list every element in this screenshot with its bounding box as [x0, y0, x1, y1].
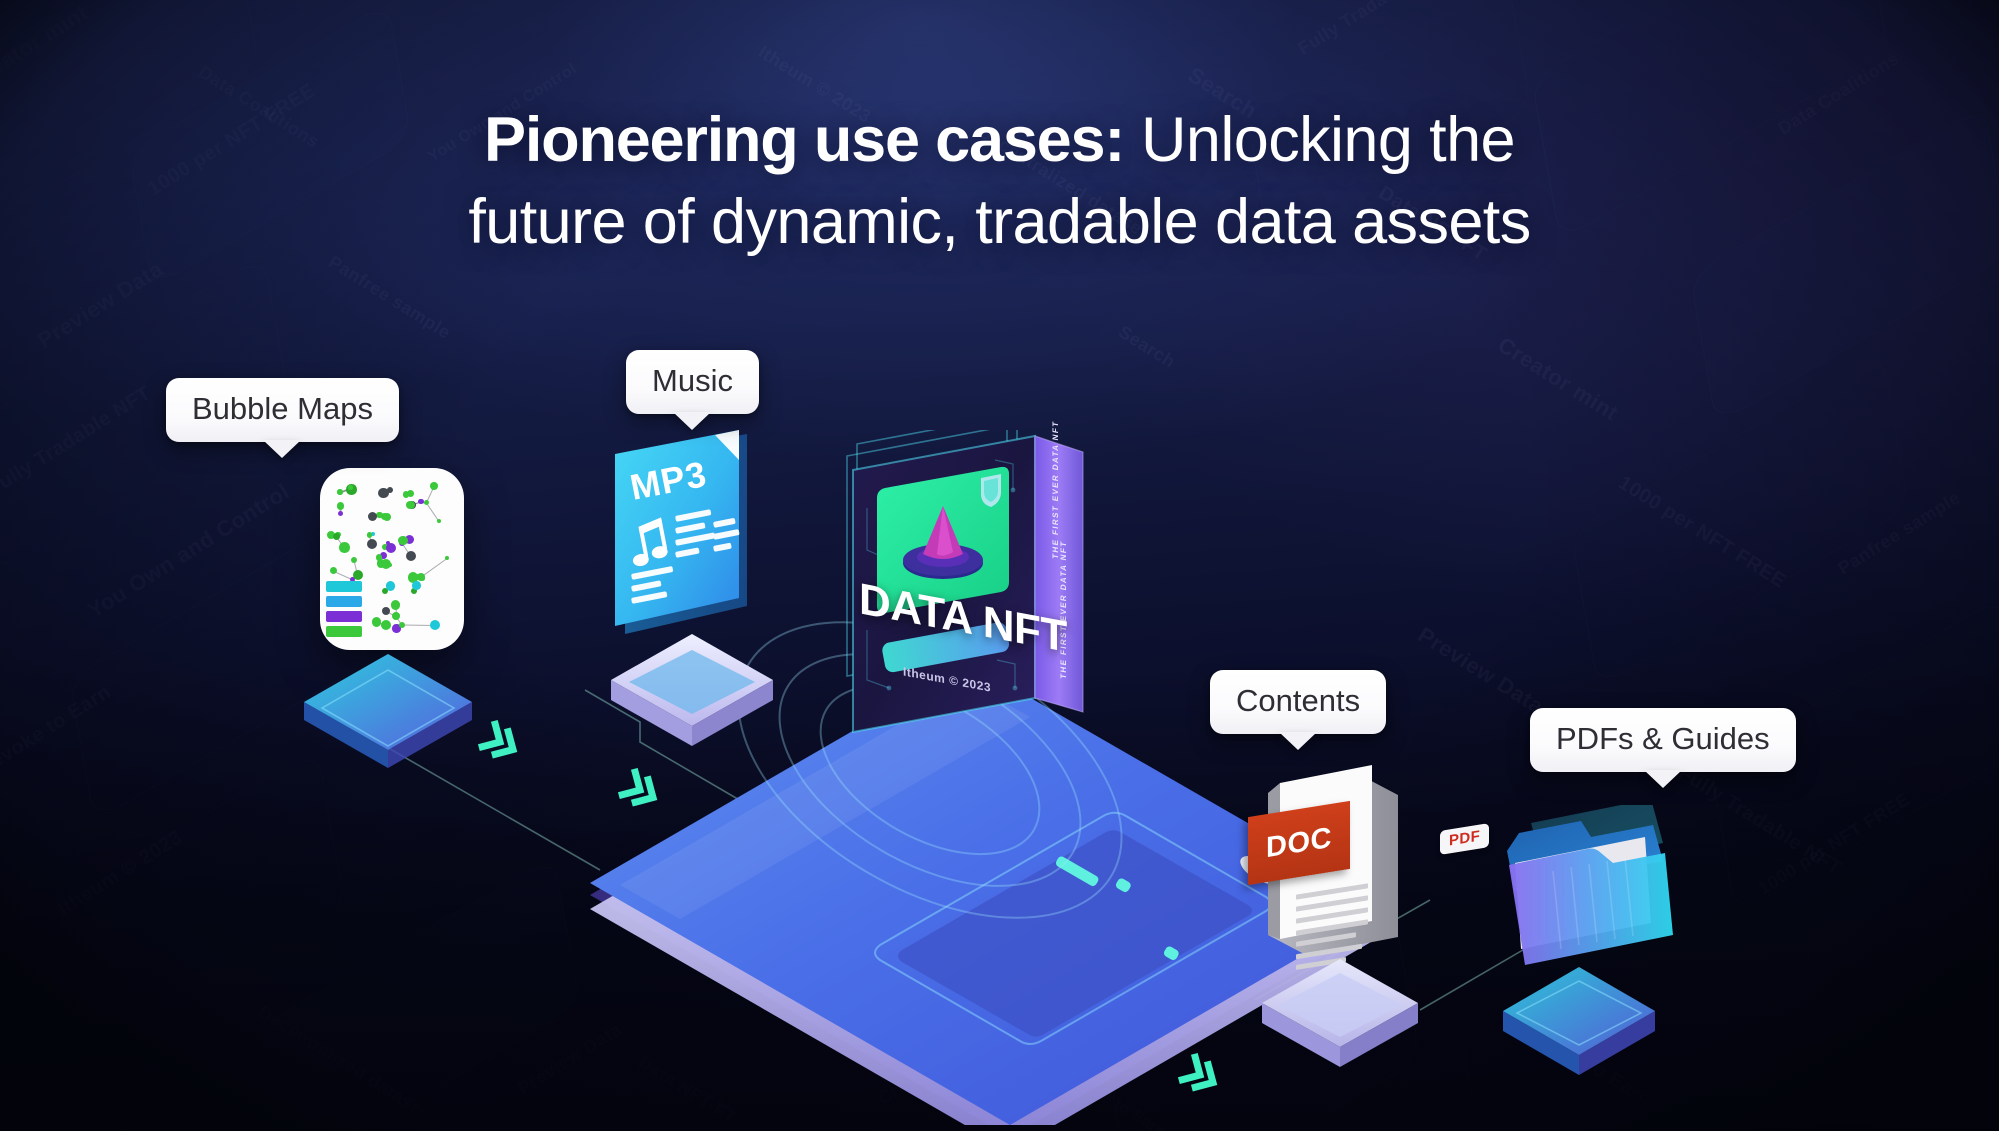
bubble-node	[405, 550, 416, 561]
headline-rest: Unlocking the	[1124, 105, 1516, 175]
page-title: Pioneering use cases: Unlocking the futu…	[0, 100, 1999, 264]
bubble-node	[338, 510, 343, 516]
bubble-node	[366, 538, 378, 549]
pdf-pedestal	[1503, 967, 1655, 1075]
bubble-map-asset	[304, 468, 472, 768]
background-watermark: Creator mint	[1493, 331, 1623, 426]
bubble-node	[412, 581, 421, 590]
background-watermark: Search	[1114, 321, 1180, 372]
background-watermark: Panfree sample	[324, 251, 455, 343]
bubble-node	[366, 532, 373, 538]
bubble-node	[351, 557, 358, 564]
bubble-node	[406, 500, 415, 510]
nft-spine-text: THE FIRST EVER DATA NFT	[1051, 419, 1060, 560]
badge-bubble-maps[interactable]: Bubble Maps	[166, 378, 399, 442]
bubble-node	[353, 569, 364, 580]
headline-line-1: Pioneering use cases: Unlocking the	[0, 100, 1999, 182]
doc-pedestal	[1262, 959, 1418, 1067]
bubble-node	[348, 485, 353, 490]
bubble-node	[444, 556, 450, 561]
bubble-node	[375, 554, 383, 561]
bubble-node	[437, 519, 442, 524]
bubble-edge	[420, 558, 448, 578]
badge-contents[interactable]: Contents	[1210, 670, 1387, 734]
bubble-node	[430, 482, 438, 491]
bubble-node	[386, 581, 396, 591]
bubble-node	[423, 499, 429, 505]
pdf-label: PDF	[1439, 823, 1489, 855]
badge-music[interactable]: Music	[626, 350, 759, 414]
bubble-map-pedestal	[304, 654, 472, 768]
mp3-asset: MP3	[605, 430, 785, 746]
data-nft-card: DATA NFT Itheum © 2023 THE FIRST EVER DA…	[845, 420, 1105, 740]
bubble-node	[417, 498, 424, 505]
bubble-node	[398, 535, 408, 546]
bubble-node	[339, 542, 350, 553]
bubble-node	[332, 533, 340, 541]
bubble-node	[380, 558, 391, 569]
bubble-node	[337, 489, 343, 495]
bubble-node	[383, 512, 392, 521]
bubble-node	[402, 491, 410, 499]
badge-pdfs-guides[interactable]: PDFs & Guides	[1530, 708, 1796, 772]
bubble-node	[376, 511, 383, 519]
bubble-node	[378, 487, 389, 499]
background-watermark: Preview Data	[1413, 621, 1549, 719]
headline-line-2: future of dynamic, tradable data assets	[468, 186, 1531, 257]
bubble-node	[367, 511, 377, 521]
bubble-legend-item	[326, 581, 362, 592]
headline-emphasis: Pioneering use cases:	[484, 105, 1125, 175]
bubble-node	[336, 502, 344, 510]
bubble-node	[414, 573, 421, 580]
bubble-node	[386, 542, 397, 553]
mp3-pedestal	[611, 634, 773, 746]
bubble-legend-item	[326, 596, 362, 607]
